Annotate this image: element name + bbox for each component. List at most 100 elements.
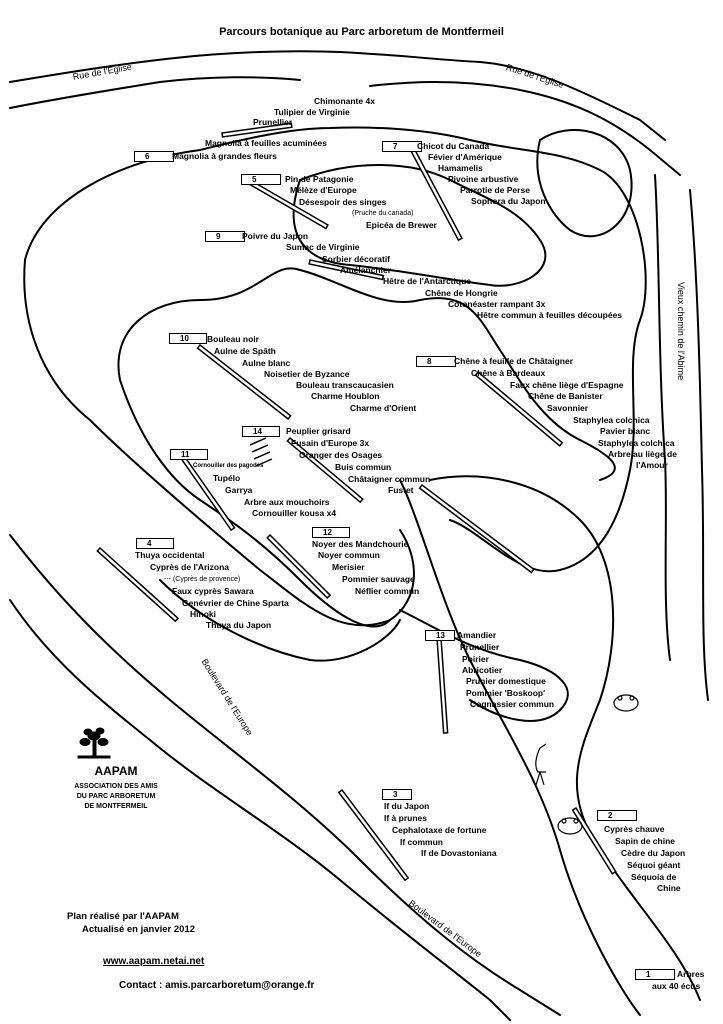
station-9-plant: Hêtre commun à feuilles découpées bbox=[477, 310, 623, 320]
east-clearing bbox=[536, 129, 633, 238]
station-10-plant: Aulne blanc bbox=[242, 358, 291, 368]
station-8-plant: Chêne de Banister bbox=[528, 391, 603, 401]
update-date: Actualisé en janvier 2012 bbox=[82, 924, 196, 935]
station-10-plant: Charme Houblon bbox=[311, 391, 380, 401]
south-path-edge bbox=[429, 475, 701, 1001]
bed-4 bbox=[96, 546, 180, 623]
station-5-plant: Epicéa de Brewer bbox=[366, 220, 437, 230]
station-10-plant: Bouleau noir bbox=[207, 334, 259, 344]
station-1-number: 1 bbox=[635, 969, 675, 980]
station-6-plant: Magnolia à feuilles acuminées bbox=[205, 138, 327, 148]
station-9-plant: Poivre du Japon bbox=[242, 231, 309, 241]
station-11-number: 11 bbox=[170, 449, 208, 460]
station-10-plant: Charme d'Orient bbox=[350, 403, 417, 413]
rue-eglise-road-edge bbox=[9, 76, 681, 176]
heron-icon bbox=[535, 743, 547, 786]
station-5-plant: Mélèze d'Europe bbox=[290, 185, 357, 195]
station-6-plant: Tulipier de Virginie bbox=[274, 107, 350, 117]
station-5-plant: (Pruche du canada) bbox=[352, 210, 414, 217]
bed-3 bbox=[337, 788, 410, 882]
station-3-number: 3 bbox=[382, 789, 412, 800]
station-10-plant: Noisetier de Byzance bbox=[264, 369, 350, 379]
station-8-plant: Faux chêne liège d'Espagne bbox=[510, 380, 624, 390]
station-4-plant: Cyprès de l'Arizona bbox=[150, 562, 230, 572]
station-12-plant: Noyer commun bbox=[318, 550, 380, 560]
station-13-plant: Pommier 'Boskoop' bbox=[466, 688, 546, 698]
website-link[interactable]: www.aapam.netai.net bbox=[103, 956, 205, 967]
association-line: DE MONTFERMEIL bbox=[84, 803, 148, 810]
station-13-plant: Amandier bbox=[457, 630, 497, 640]
station-3-plant: If commun bbox=[400, 837, 443, 847]
road-label-vieux-chemin: Vieux chemin de l'Abime bbox=[676, 282, 686, 381]
station-14-plant: Fustet bbox=[388, 485, 414, 495]
station-3-plant: Cephalotaxe de fortune bbox=[392, 825, 487, 835]
station-13-plant: Abricotier bbox=[462, 665, 503, 675]
station-8-plant: Staphylea colchica bbox=[598, 438, 675, 448]
vieux-chemin-road-edge bbox=[689, 189, 709, 701]
station-10-plant: Aulne de Spâth bbox=[214, 346, 276, 356]
station-4-plant: Faux cyprès Sawara bbox=[172, 586, 254, 596]
station-7-plant: Févier d'Amérique bbox=[428, 152, 502, 162]
station-13-plant: Prunier domestique bbox=[466, 676, 546, 686]
station-1-plant: aux 40 écus bbox=[652, 981, 701, 991]
station-8-plant: Chêne à feuille de Châtaigner bbox=[454, 356, 574, 366]
station-4-plant: Hinoki bbox=[190, 609, 216, 619]
station-7-plant: Pivoine arbustive bbox=[448, 174, 519, 184]
frog-icon-2 bbox=[557, 817, 583, 835]
station-9-plant: Sorbier décoratif bbox=[322, 254, 391, 264]
station-4-plant: Thuya occidental bbox=[135, 550, 205, 560]
station-14-plant: Oranger des Osages bbox=[299, 450, 383, 460]
station-2-plant: Cèdre du Japon bbox=[621, 848, 686, 858]
frog-icon-1 bbox=[613, 694, 639, 712]
station-4-plant: --- (Cyprès de provence) bbox=[164, 576, 241, 583]
station-1-plant: Arbres bbox=[677, 969, 705, 979]
contact-email[interactable]: Contact : amis.parcarboretum@orange.fr bbox=[119, 980, 315, 991]
bed-14 bbox=[286, 436, 364, 504]
station-14-plant: Peuplier grisard bbox=[286, 426, 351, 436]
station-8-plant: l'Amour bbox=[636, 460, 668, 470]
lawn-inner-upper bbox=[117, 267, 616, 481]
station-8-plant: Arbre au liège de bbox=[608, 449, 677, 459]
station-13-plant: Cognassier commun bbox=[470, 699, 555, 709]
bed-9 bbox=[308, 259, 385, 281]
bd-europe-road bbox=[9, 534, 561, 1016]
station-14-plant: Châtaigner commun bbox=[348, 474, 431, 484]
station-9-number: 9 bbox=[205, 231, 245, 242]
station-7-plant: Hamamelis bbox=[438, 163, 483, 173]
station-11-plant: Arbre aux mouchoirs bbox=[244, 497, 330, 507]
station-3-plant: If à prunes bbox=[384, 813, 427, 823]
association-line: DU PARC ARBORETUM bbox=[76, 793, 156, 800]
bed-12 bbox=[266, 533, 332, 599]
station-14-plant: Buis commun bbox=[335, 462, 392, 472]
station-7-number: 7 bbox=[382, 141, 422, 152]
station-5-plant: Désespoir des singes bbox=[299, 197, 387, 207]
vieux-chemin-road bbox=[654, 174, 671, 661]
station-12-plant: Pommier sauvage bbox=[342, 574, 415, 584]
station-14-plant: Fusain d'Europe 3x bbox=[291, 438, 370, 448]
station-11-plant: Cornouiller kousa x4 bbox=[252, 508, 337, 518]
rue-eglise-road bbox=[9, 50, 666, 141]
station-12-plant: Merisier bbox=[332, 562, 365, 572]
station-9-plant: Sumac de Virginie bbox=[286, 242, 360, 252]
station-8-plant: Staphylea colchica bbox=[573, 415, 650, 425]
station-11-plant: Garrya bbox=[225, 485, 253, 495]
bed-10 bbox=[196, 343, 292, 421]
station-2-plant: Séquoi géant bbox=[627, 860, 681, 870]
bed-6 bbox=[221, 122, 293, 138]
station-8-plant: Savonnier bbox=[547, 403, 589, 413]
bed-fustet bbox=[418, 483, 535, 574]
station-6-plant: Prunellier bbox=[253, 117, 293, 127]
south-path bbox=[399, 479, 641, 1016]
station-10-number: 10 bbox=[169, 333, 207, 344]
station-9-plant: Cotonéaster rampant 3x bbox=[448, 299, 546, 309]
lawn-west bbox=[23, 259, 391, 627]
association-name: AAPAM bbox=[94, 764, 138, 778]
station-4-plant: Thuya du Japon bbox=[206, 620, 272, 630]
station-13-plant: Prunellier bbox=[460, 642, 500, 652]
station-2-plant: Séquoia de bbox=[631, 872, 677, 882]
bed-13 bbox=[436, 637, 449, 734]
station-8-number: 8 bbox=[416, 356, 456, 367]
station-13-plant: Poirier bbox=[462, 654, 489, 664]
station-3-plant: If du Japon bbox=[384, 801, 430, 811]
